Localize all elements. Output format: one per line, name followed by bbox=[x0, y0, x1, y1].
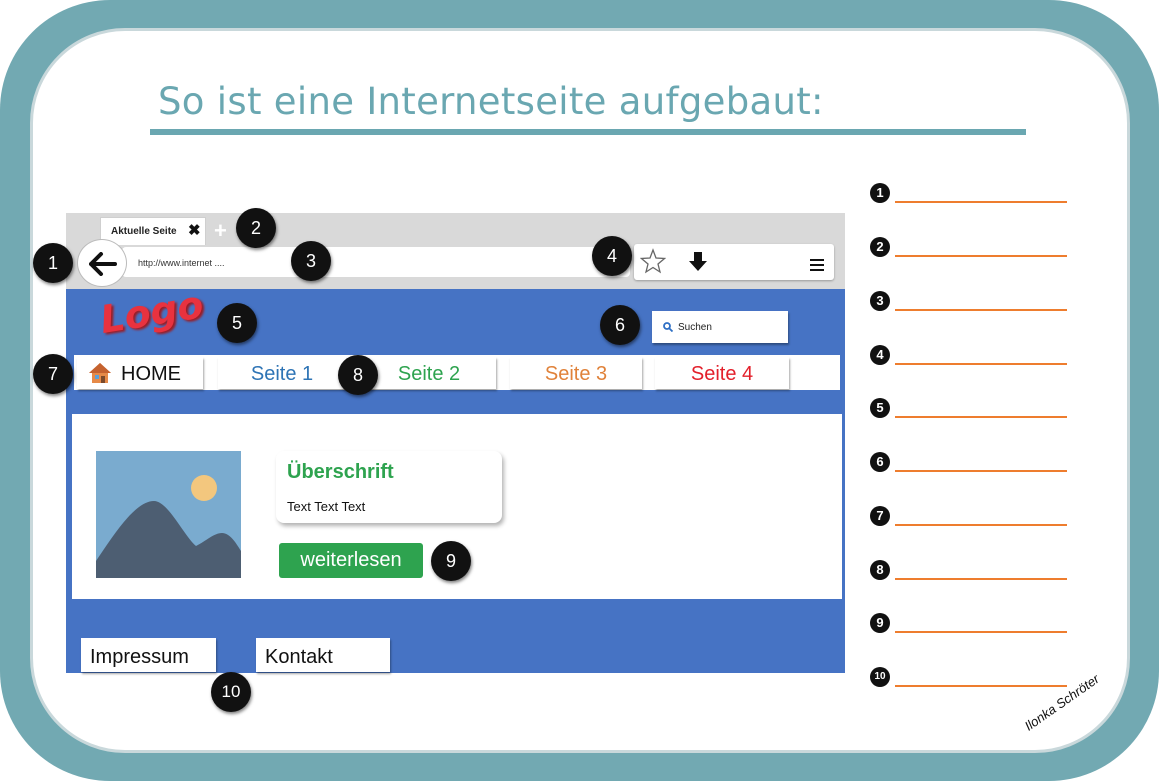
browser-toolbar bbox=[634, 244, 834, 280]
marker-8: 8 bbox=[338, 355, 378, 395]
legend-answer-line[interactable] bbox=[895, 470, 1067, 472]
download-icon[interactable] bbox=[688, 252, 708, 274]
legend-answer-line[interactable] bbox=[895, 631, 1067, 633]
new-tab-icon[interactable]: + bbox=[214, 218, 227, 243]
marker-7: 7 bbox=[33, 354, 73, 394]
legend-badge: 7 bbox=[870, 506, 890, 526]
legend-badge: 9 bbox=[870, 613, 890, 633]
marker-1: 1 bbox=[33, 243, 73, 283]
footer-impressum-link[interactable]: Impressum bbox=[81, 638, 216, 672]
star-icon[interactable] bbox=[640, 248, 666, 274]
legend-answer-line[interactable] bbox=[895, 685, 1067, 687]
back-button[interactable] bbox=[77, 239, 127, 287]
article-heading: Überschrift bbox=[287, 461, 394, 483]
marker-10: 10 bbox=[211, 672, 251, 712]
nav-page-4[interactable]: Seite 4 bbox=[655, 357, 789, 389]
image-placeholder bbox=[96, 451, 241, 578]
nav-page-3[interactable]: Seite 3 bbox=[510, 357, 642, 389]
search-label: Suchen bbox=[678, 322, 712, 333]
tab-close-icon[interactable]: ✖ bbox=[188, 222, 201, 239]
search-box[interactable]: Suchen bbox=[652, 311, 788, 343]
browser-tab[interactable]: Aktuelle Seite bbox=[100, 217, 206, 245]
marker-6: 6 bbox=[600, 305, 640, 345]
footer-kontakt-link[interactable]: Kontakt bbox=[256, 638, 390, 672]
legend-badge: 4 bbox=[870, 345, 890, 365]
marker-2: 2 bbox=[236, 208, 276, 248]
legend-badge: 3 bbox=[870, 291, 890, 311]
legend-badge: 6 bbox=[870, 452, 890, 472]
marker-9: 9 bbox=[431, 541, 471, 581]
image-placeholder-icon bbox=[96, 475, 241, 578]
legend-badge: 8 bbox=[870, 560, 890, 580]
page-title: So ist eine Internetseite aufgebaut: bbox=[158, 80, 824, 123]
home-icon bbox=[89, 363, 111, 383]
legend-answer-line[interactable] bbox=[895, 578, 1067, 580]
legend-badge: 5 bbox=[870, 398, 890, 418]
legend-answer-line[interactable] bbox=[895, 309, 1067, 311]
address-bar[interactable]: http://www.internet .... bbox=[122, 247, 630, 277]
legend-answer-line[interactable] bbox=[895, 524, 1067, 526]
nav-page-2[interactable]: Seite 2 bbox=[362, 357, 496, 389]
legend-badge: 1 bbox=[870, 183, 890, 203]
legend-badge: 2 bbox=[870, 237, 890, 257]
article-card bbox=[276, 451, 502, 523]
read-more-button[interactable]: weiterlesen bbox=[279, 543, 423, 578]
legend-answer-line[interactable] bbox=[895, 416, 1067, 418]
marker-3: 3 bbox=[291, 241, 331, 281]
legend-answer-line[interactable] bbox=[895, 201, 1067, 203]
legend-answer-line[interactable] bbox=[895, 363, 1067, 365]
legend-badge: 10 bbox=[870, 667, 890, 687]
back-arrow-icon bbox=[89, 252, 117, 276]
article-text: Text Text Text bbox=[287, 499, 366, 514]
search-icon bbox=[663, 322, 673, 332]
nav-page-1[interactable]: Seite 1 bbox=[218, 357, 346, 389]
title-underline bbox=[150, 129, 1026, 135]
marker-5: 5 bbox=[217, 303, 257, 343]
menu-icon[interactable] bbox=[810, 258, 824, 272]
marker-4: 4 bbox=[592, 236, 632, 276]
legend-answer-line[interactable] bbox=[895, 255, 1067, 257]
